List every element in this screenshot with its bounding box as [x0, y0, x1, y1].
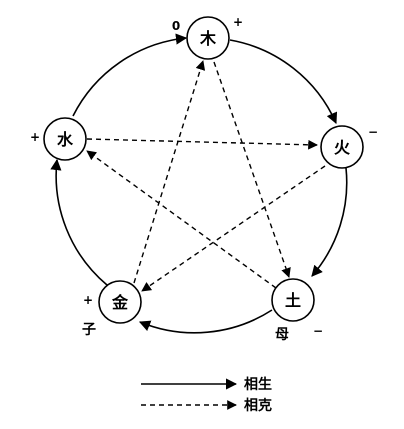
earth-right-annotation: − [313, 324, 323, 338]
node-metal-label: 金 [111, 293, 129, 312]
node-earth-label: 土 [285, 291, 301, 310]
node-water-label: 水 [57, 130, 74, 149]
generating-arc-earth-metal [138, 309, 273, 334]
legend: 相生 相克 [141, 376, 272, 414]
generating-arc-water-wood [72, 33, 188, 117]
legend-generating-label: 相生 [244, 376, 272, 393]
overcoming-line-earth-water [86, 150, 277, 289]
node-water: 水 [43, 117, 87, 161]
node-wood: 木 [186, 16, 230, 60]
earth-below-annotation: 母 [275, 327, 289, 343]
node-earth: 土 [271, 278, 315, 322]
overcoming-line-water-fire [86, 138, 318, 150]
water-left-annotation: + [30, 130, 40, 144]
overcoming-line-fire-metal [141, 165, 326, 292]
generating-arc-metal-water [50, 158, 108, 286]
wood-right-annotation: + [233, 15, 243, 29]
fire-right-annotation: − [368, 125, 378, 139]
metal-below-annotation: 子 [82, 322, 96, 338]
legend-overcoming-label: 相克 [244, 397, 272, 414]
overcoming-line-wood-earth [213, 61, 291, 278]
node-fire-label: 火 [334, 138, 351, 157]
metal-top-annotation: + [83, 293, 93, 307]
wood-left-annotation: 0 [172, 19, 180, 33]
node-wood-label: 木 [199, 29, 217, 48]
node-metal: 金 [98, 280, 142, 324]
generating-arc-wood-fire [229, 39, 338, 125]
overcoming-line-metal-wood [133, 60, 206, 284]
generating-arc-fire-earth [311, 167, 348, 277]
node-fire: 火 [320, 125, 364, 169]
